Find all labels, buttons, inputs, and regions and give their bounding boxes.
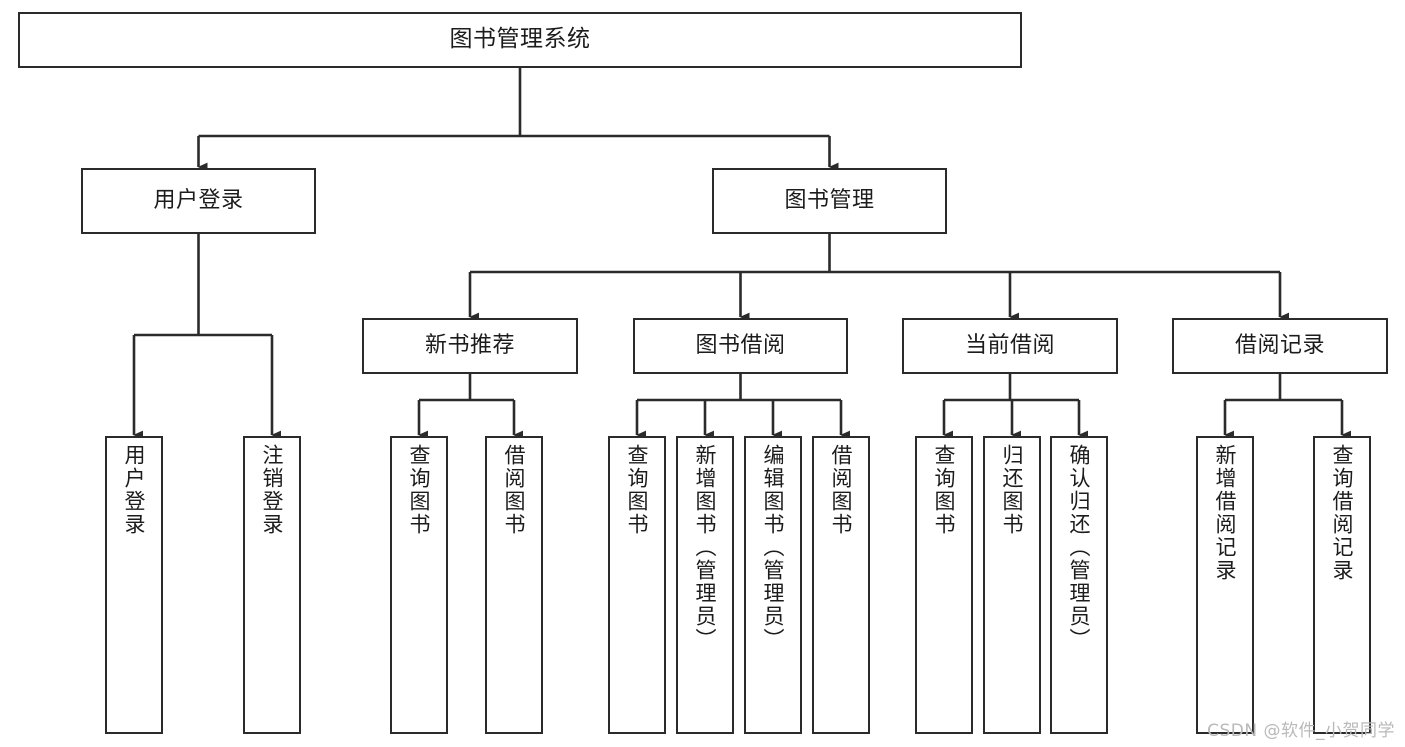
node-label: 归还图书: [1000, 444, 1025, 536]
node-login[interactable]: 用户登录: [81, 168, 316, 234]
node-leaf-newbook-2[interactable]: 借阅图书: [485, 436, 543, 734]
node-label: 图书借阅: [695, 333, 786, 359]
node-label: 新增图书（管理员）: [693, 444, 718, 651]
node-leaf-borrow-1[interactable]: 查询图书: [608, 436, 666, 734]
node-label: 借阅记录: [1234, 333, 1325, 359]
node-leaf-current-1[interactable]: 查询图书: [915, 436, 973, 734]
node-leaf-login-2[interactable]: 注销登录: [243, 436, 301, 734]
node-label: 新书推荐: [424, 333, 515, 359]
csdn-watermark: CSDN @软件_小贺同学: [1207, 721, 1395, 741]
node-borrow[interactable]: 图书借阅: [633, 318, 848, 374]
node-records[interactable]: 借阅记录: [1172, 318, 1388, 374]
node-label: 查询图书: [407, 444, 432, 536]
node-newbook[interactable]: 新书推荐: [362, 318, 578, 374]
node-leaf-records-1[interactable]: 新增借阅记录: [1196, 436, 1254, 734]
node-leaf-borrow-4[interactable]: 借阅图书: [812, 436, 870, 734]
node-leaf-borrow-3[interactable]: 编辑图书（管理员）: [744, 436, 802, 734]
node-label: 新增借阅记录: [1213, 444, 1238, 582]
node-root[interactable]: 图书管理系统: [18, 12, 1022, 68]
node-leaf-newbook-1[interactable]: 查询图书: [390, 436, 448, 734]
node-label: 用户登录: [122, 444, 147, 536]
node-label: 确认归还（管理员）: [1067, 444, 1092, 651]
node-label: 图书管理: [784, 188, 875, 214]
node-label: 查询图书: [625, 444, 650, 536]
node-label: 查询借阅记录: [1330, 444, 1355, 582]
node-label: 当前借阅: [964, 333, 1055, 359]
node-label: 图书管理系统: [449, 26, 591, 53]
node-leaf-records-2[interactable]: 查询借阅记录: [1313, 436, 1371, 734]
node-label: 注销登录: [260, 444, 285, 536]
node-label: 借阅图书: [502, 444, 527, 536]
node-bookmgmt[interactable]: 图书管理: [712, 168, 947, 234]
node-label: 编辑图书（管理员）: [761, 444, 786, 651]
node-leaf-current-2[interactable]: 归还图书: [983, 436, 1041, 734]
node-leaf-borrow-2[interactable]: 新增图书（管理员）: [676, 436, 734, 734]
node-label: 查询图书: [932, 444, 957, 536]
node-leaf-login-1[interactable]: 用户登录: [105, 436, 163, 734]
node-label: 借阅图书: [829, 444, 854, 536]
node-current[interactable]: 当前借阅: [902, 318, 1118, 374]
node-label: 用户登录: [153, 188, 244, 214]
node-leaf-current-3[interactable]: 确认归还（管理员）: [1050, 436, 1108, 734]
